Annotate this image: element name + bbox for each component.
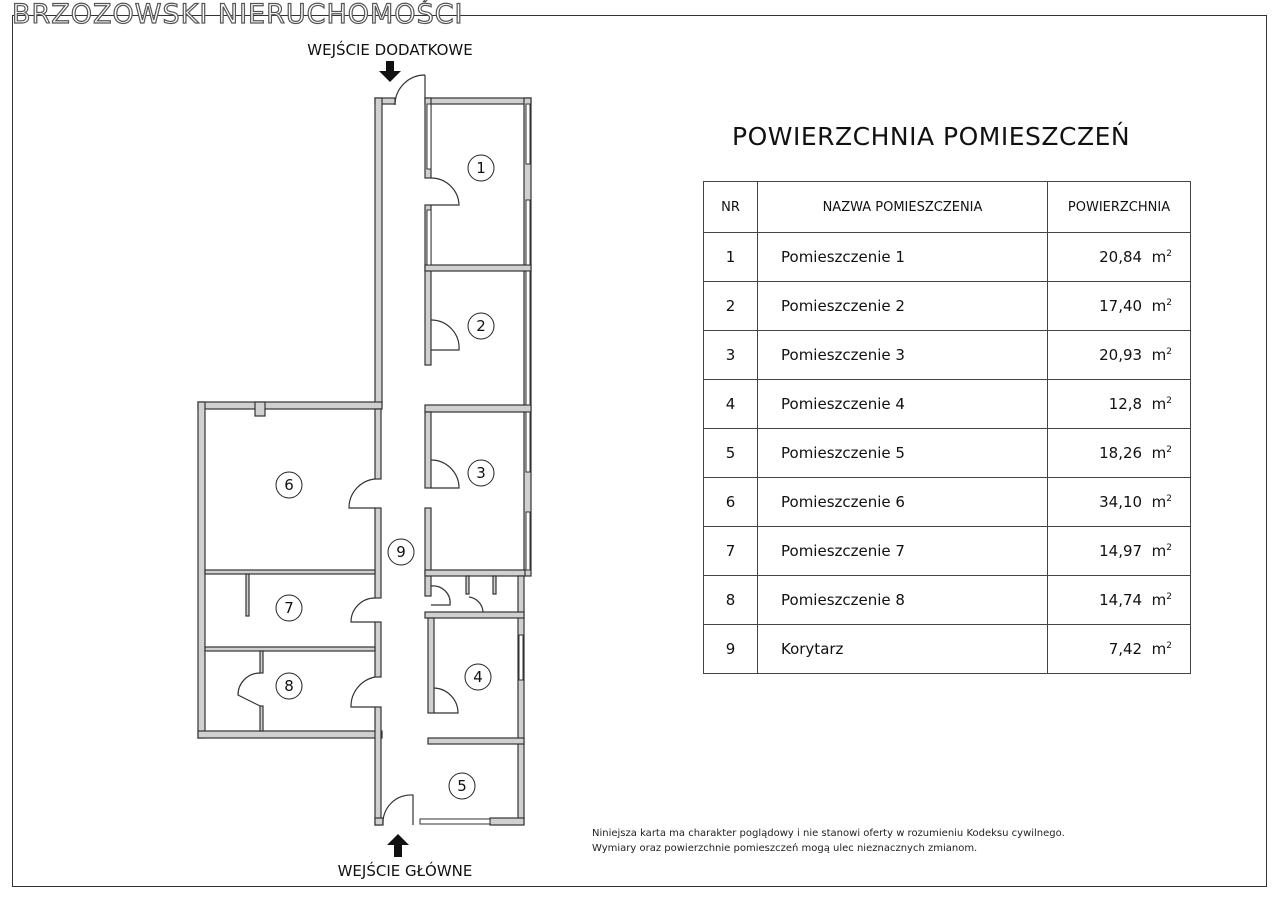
cell-name: Pomieszczenie 5: [757, 428, 1048, 478]
arrow-up-icon: [387, 834, 409, 857]
cell-nr: 4: [703, 379, 758, 429]
windows: [419, 103, 531, 825]
cell-name: Korytarz: [757, 624, 1048, 674]
page-frame: [12, 15, 1267, 887]
area-value: 20,84: [1099, 248, 1143, 266]
area-value: 14,74: [1099, 591, 1143, 609]
area-unit-sup: 2: [1166, 641, 1172, 651]
disclaimer-line-2: Wymiary oraz powierzchnie pomieszczeń mo…: [592, 843, 978, 854]
area-value: 12,8: [1108, 395, 1143, 413]
room-label-2: 2: [476, 317, 486, 335]
cell-name: Pomieszczenie 1: [757, 232, 1048, 282]
room-label-6: 6: [284, 476, 294, 494]
area-value: 18,26: [1099, 444, 1143, 462]
header-name: NAZWA POMIESZCZENIA: [757, 181, 1048, 233]
header-area: POWIERZCHNIA: [1047, 181, 1191, 233]
table-title: POWIERZCHNIA POMIESZCZEŃ: [732, 122, 1131, 151]
area-unit: m: [1151, 444, 1167, 462]
area-value: 20,93: [1099, 346, 1143, 364]
area-unit-sup: 2: [1166, 543, 1172, 553]
cell-area: 20,84 m2: [1047, 232, 1191, 282]
secondary-entrance-label: WEJŚCIE DODATKOWE: [307, 40, 472, 59]
cell-nr: 1: [703, 232, 758, 282]
table-row: 1 Pomieszczenie 1 20,84 m2: [703, 232, 1191, 282]
room-label-3: 3: [476, 464, 486, 482]
room-labels: 1 2 3 4 5 6 7 8 9: [275, 154, 495, 800]
area-value: 14,97: [1099, 542, 1143, 560]
area-unit-sup: 2: [1166, 298, 1172, 308]
table-row: 7 Pomieszczenie 7 14,97 m2: [703, 526, 1191, 576]
table-row: 4 Pomieszczenie 4 12,8 m2: [703, 379, 1191, 429]
room-label-4: 4: [473, 668, 483, 686]
room-label-8: 8: [284, 677, 294, 695]
cell-nr: 3: [703, 330, 758, 380]
table-row: 5 Pomieszczenie 5 18,26 m2: [703, 428, 1191, 478]
table-row: 3 Pomieszczenie 3 20,93 m2: [703, 330, 1191, 380]
area-unit-sup: 2: [1166, 249, 1172, 259]
table-row: 8 Pomieszczenie 8 14,74 m2: [703, 575, 1191, 625]
area-unit-sup: 2: [1166, 494, 1172, 504]
area-unit: m: [1151, 591, 1167, 609]
cell-area: 17,40 m2: [1047, 281, 1191, 331]
doors: [237, 74, 484, 826]
area-unit: m: [1151, 248, 1167, 266]
cell-name: Pomieszczenie 7: [757, 526, 1048, 576]
cell-area: 18,26 m2: [1047, 428, 1191, 478]
area-value: 34,10: [1099, 493, 1143, 511]
table-row: 6 Pomieszczenie 6 34,10 m2: [703, 477, 1191, 527]
table-row: 2 Pomieszczenie 2 17,40 m2: [703, 281, 1191, 331]
cell-nr: 8: [703, 575, 758, 625]
cell-area: 7,42 m2: [1047, 624, 1191, 674]
cell-area: 34,10 m2: [1047, 477, 1191, 527]
area-unit-sup: 2: [1166, 445, 1172, 455]
cell-nr: 6: [703, 477, 758, 527]
area-unit: m: [1151, 346, 1167, 364]
area-unit-sup: 2: [1166, 347, 1172, 357]
room-label-1: 1: [476, 159, 486, 177]
room-area-table: NR NAZWA POMIESZCZENIA POWIERZCHNIA 1 Po…: [703, 181, 1191, 674]
main-entrance-label: WEJŚCIE GŁÓWNE: [338, 861, 473, 880]
area-unit-sup: 2: [1166, 396, 1172, 406]
area-unit: m: [1151, 395, 1167, 413]
cell-area: 12,8 m2: [1047, 379, 1191, 429]
cell-nr: 9: [703, 624, 758, 674]
watermark-logo: BRZOZOWSKI NIERUCHOMOŚCI: [11, 0, 464, 30]
cell-area: 20,93 m2: [1047, 330, 1191, 380]
cell-nr: 2: [703, 281, 758, 331]
room-label-9: 9: [396, 543, 406, 561]
area-value: 17,40: [1099, 297, 1143, 315]
area-unit: m: [1151, 640, 1167, 658]
cell-nr: 5: [703, 428, 758, 478]
area-unit: m: [1151, 542, 1167, 560]
cell-name: Pomieszczenie 6: [757, 477, 1048, 527]
cell-nr: 7: [703, 526, 758, 576]
cell-area: 14,74 m2: [1047, 575, 1191, 625]
area-unit: m: [1151, 493, 1167, 511]
disclaimer-line-1: Niniejsza karta ma charakter poglądowy i…: [592, 828, 1065, 839]
cell-area: 14,97 m2: [1047, 526, 1191, 576]
arrow-down-icon: [379, 61, 401, 82]
room-label-7: 7: [284, 599, 294, 617]
area-value: 7,42: [1108, 640, 1143, 658]
cell-name: Pomieszczenie 2: [757, 281, 1048, 331]
header-nr: NR: [703, 181, 758, 233]
area-unit: m: [1151, 297, 1167, 315]
cell-name: Pomieszczenie 4: [757, 379, 1048, 429]
cell-name: Pomieszczenie 8: [757, 575, 1048, 625]
area-unit-sup: 2: [1166, 592, 1172, 602]
table-row: 9 Korytarz 7,42 m2: [703, 624, 1191, 674]
cell-name: Pomieszczenie 3: [757, 330, 1048, 380]
room-label-5: 5: [457, 777, 467, 795]
disclaimer-note: Niniejsza karta ma charakter poglądowy i…: [592, 826, 1065, 856]
